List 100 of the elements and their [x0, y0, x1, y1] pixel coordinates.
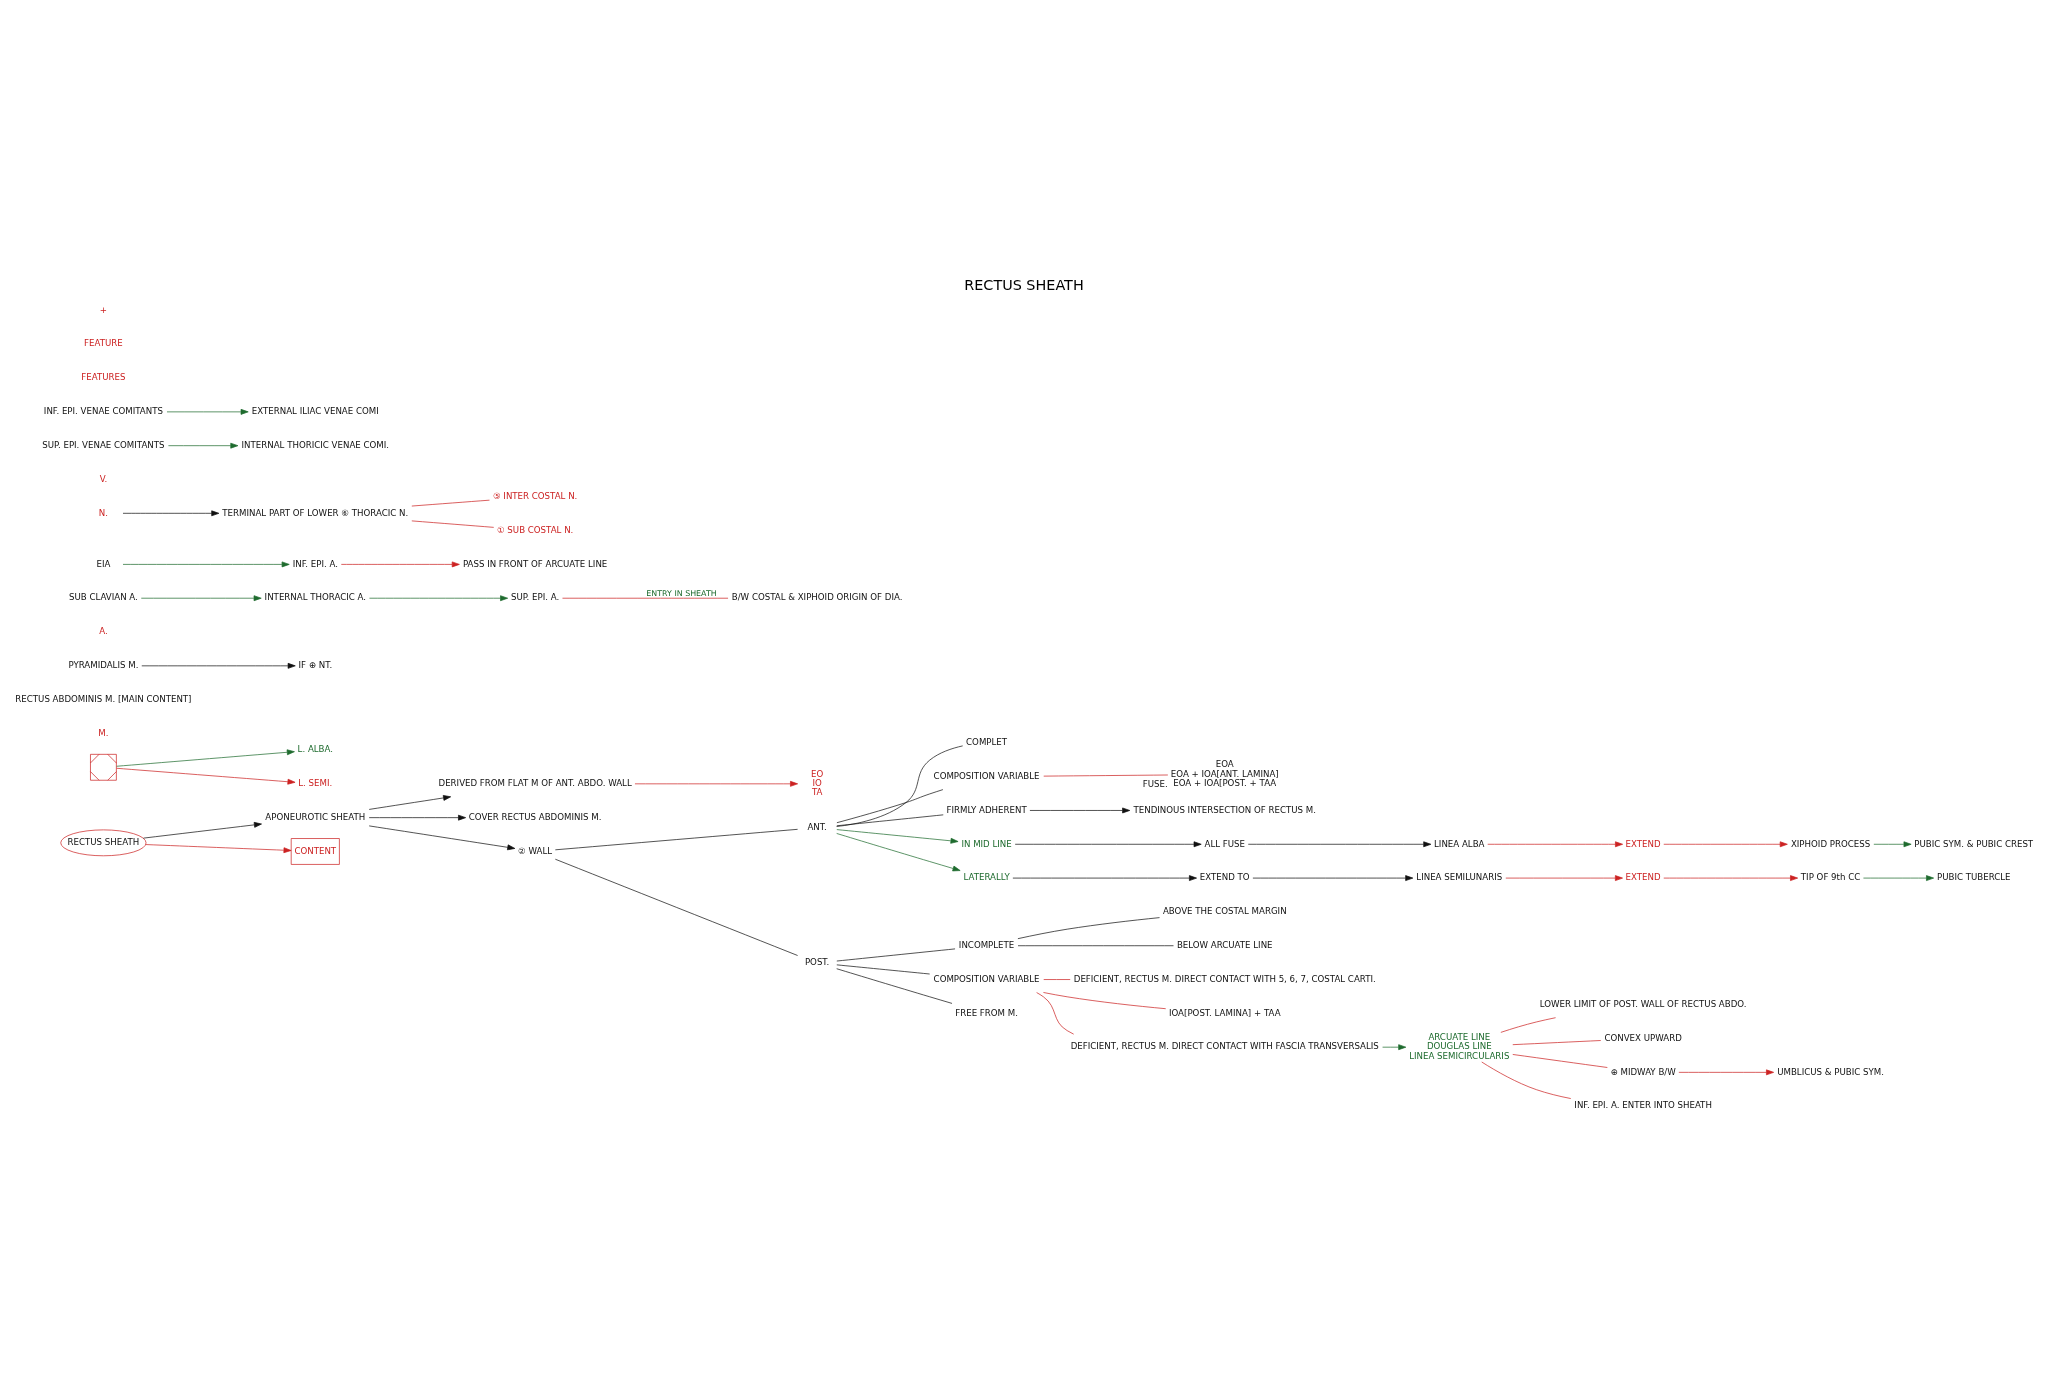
node-text: L. ALBA.: [297, 743, 333, 754]
node-text: EXTEND: [1625, 838, 1661, 849]
arrow: [1012, 874, 1197, 881]
connector: [1481, 1061, 1572, 1099]
connector: [554, 858, 798, 956]
arrow: [340, 561, 460, 567]
arrow: [141, 662, 296, 669]
node-text: BELOW ARCUATE LINE: [1176, 939, 1273, 950]
node-text: INF. EPI. A. ENTER INTO SHEATH: [1574, 1099, 1712, 1110]
connector: [1512, 1053, 1608, 1068]
connector: [1043, 991, 1167, 1009]
arrow: [836, 828, 959, 844]
arrow: [1487, 840, 1623, 847]
node-ellipse: RECTUS SHEATH: [60, 829, 147, 856]
node-text: EIA: [96, 558, 111, 569]
diagram-title: RECTUS SHEATH: [964, 276, 1084, 293]
node-text: ALL FUSE: [1204, 838, 1245, 849]
arrow: [368, 825, 516, 850]
connector: [836, 964, 931, 974]
node-text: PASS IN FRONT OF ARCUATE LINE: [462, 558, 608, 569]
node-text: ARCUATE LINE DOUGLAS LINE LINEA SEMICIRCULARIS: [1409, 1031, 1510, 1061]
node-label: FUSE.: [1142, 778, 1168, 789]
node-text: CONVEX UPWARD: [1604, 1032, 1682, 1043]
connector: [1500, 1016, 1556, 1033]
node-text: PYRAMIDALIS M.: [68, 659, 139, 670]
node-box: CONTENT: [290, 837, 340, 865]
node-text: N.: [98, 507, 109, 518]
node-text: XIPHOID PROCESS: [1790, 838, 1871, 849]
connector: [1036, 991, 1075, 1035]
connector: [836, 745, 964, 827]
node-text: TENDINOUS INTERSECTION OF RECTUS M.: [1133, 804, 1316, 815]
node-text: DERIVED FROM FLAT M OF ANT. ABDO. WALL: [438, 777, 632, 788]
node-text: LATERALLY: [963, 871, 1010, 882]
arrow: [145, 843, 292, 853]
node-text: SUP. EPI. A.: [510, 591, 560, 602]
arrow: [1014, 840, 1202, 847]
arrow: [368, 794, 452, 810]
arrow: [140, 594, 262, 601]
node-text: LINEA ALBA: [1434, 838, 1485, 849]
node-text: EXTEND TO: [1199, 871, 1250, 882]
node-text: PUBIC TUBERCLE: [1936, 871, 2011, 882]
node-text: EO IO TA: [811, 768, 824, 797]
node-text: EXTEND: [1625, 871, 1661, 882]
arrow: [116, 767, 296, 785]
node-text: COMPOSITION VARIABLE: [933, 973, 1040, 984]
node-text: INTERNAL THORICIC VENAE COMI.: [241, 439, 390, 450]
connector: [1512, 1039, 1602, 1045]
node-text: POST.: [804, 956, 830, 967]
node-text: LOWER LIMIT OF POST. WALL OF RECTUS ABDO.: [1539, 998, 1747, 1009]
node-text: ⊕ MIDWAY B/W: [1610, 1066, 1676, 1077]
arrow: [1863, 874, 1934, 881]
node-text: ① SUB COSTAL N.: [496, 524, 574, 535]
node-text: RECTUS ABDOMINIS M. [MAIN CONTENT]: [15, 693, 192, 704]
arrow: [369, 594, 509, 601]
node-text: LINEA SEMILUNARIS: [1416, 871, 1503, 882]
arrow: [1663, 874, 1798, 881]
connector: [411, 499, 490, 506]
arrow: [368, 814, 466, 821]
label: +: [99, 304, 108, 315]
connector: [1043, 978, 1071, 980]
node-text: A.: [99, 625, 108, 636]
node-text: TIP OF 9th CC: [1800, 871, 1861, 882]
arrow: [1247, 840, 1432, 847]
connector: [554, 828, 798, 850]
node-text: INF. EPI. VENAE COMITANTS: [43, 405, 163, 416]
node-text: SUP. EPI. VENAE COMITANTS: [42, 439, 165, 450]
connector: [411, 520, 495, 528]
connector: [836, 967, 953, 1004]
arrow: [1505, 874, 1623, 881]
node-text: EXTERNAL ILIAC VENAE COMI: [251, 405, 379, 416]
label: FEATURES: [81, 371, 126, 382]
node-text: FIRMLY ADHERENT: [946, 804, 1027, 815]
node-text: IN MID LINE: [961, 838, 1012, 849]
node-text: PUBIC SYM. & PUBIC CREST: [1914, 838, 2034, 849]
node-text: ⑤ INTER COSTAL N.: [492, 490, 578, 501]
arrow: [1678, 1069, 1774, 1075]
node-text: V.: [99, 473, 108, 484]
node-text: APONEUROTIC SHEATH: [265, 811, 366, 822]
connector: [836, 788, 944, 823]
node-text: INCOMPLETE: [958, 939, 1015, 950]
node-text: TERMINAL PART OF LOWER ⑥ THORACIC N.: [222, 507, 409, 518]
node-text: DEFICIENT, RECTUS M. DIRECT CONTACT WITH 5, 6, 7, COSTAL CARTI.: [1073, 973, 1376, 984]
node-text: DEFICIENT, RECTUS M. DIRECT CONTACT WITH FASCIA TRANSVERSALIS: [1070, 1040, 1379, 1051]
arrow: [1252, 874, 1414, 881]
node-text: INF. EPI. A.: [292, 558, 338, 569]
node-text: UMBLICUS & PUBIC SYM.: [1777, 1066, 1884, 1077]
node-text: ANT.: [807, 821, 827, 832]
arrow: [166, 408, 249, 415]
connector: [836, 948, 956, 961]
node-text: COMPLET: [966, 736, 1008, 747]
arrow: [1873, 840, 1912, 847]
node-text: L. SEMI.: [298, 777, 333, 788]
node-text: COMPOSITION VARIABLE: [933, 770, 1040, 781]
arrow: [1029, 807, 1131, 813]
node-text: FREE FROM M.: [955, 1007, 1018, 1018]
node-text: SUB CLAVIAN A.: [68, 591, 138, 602]
label: FEATURE: [84, 337, 123, 348]
node-text: ABOVE THE COSTAL MARGIN: [1162, 905, 1287, 916]
arrow: [116, 748, 295, 767]
node-text: COVER RECTUS ABDOMINIS M.: [468, 811, 602, 822]
